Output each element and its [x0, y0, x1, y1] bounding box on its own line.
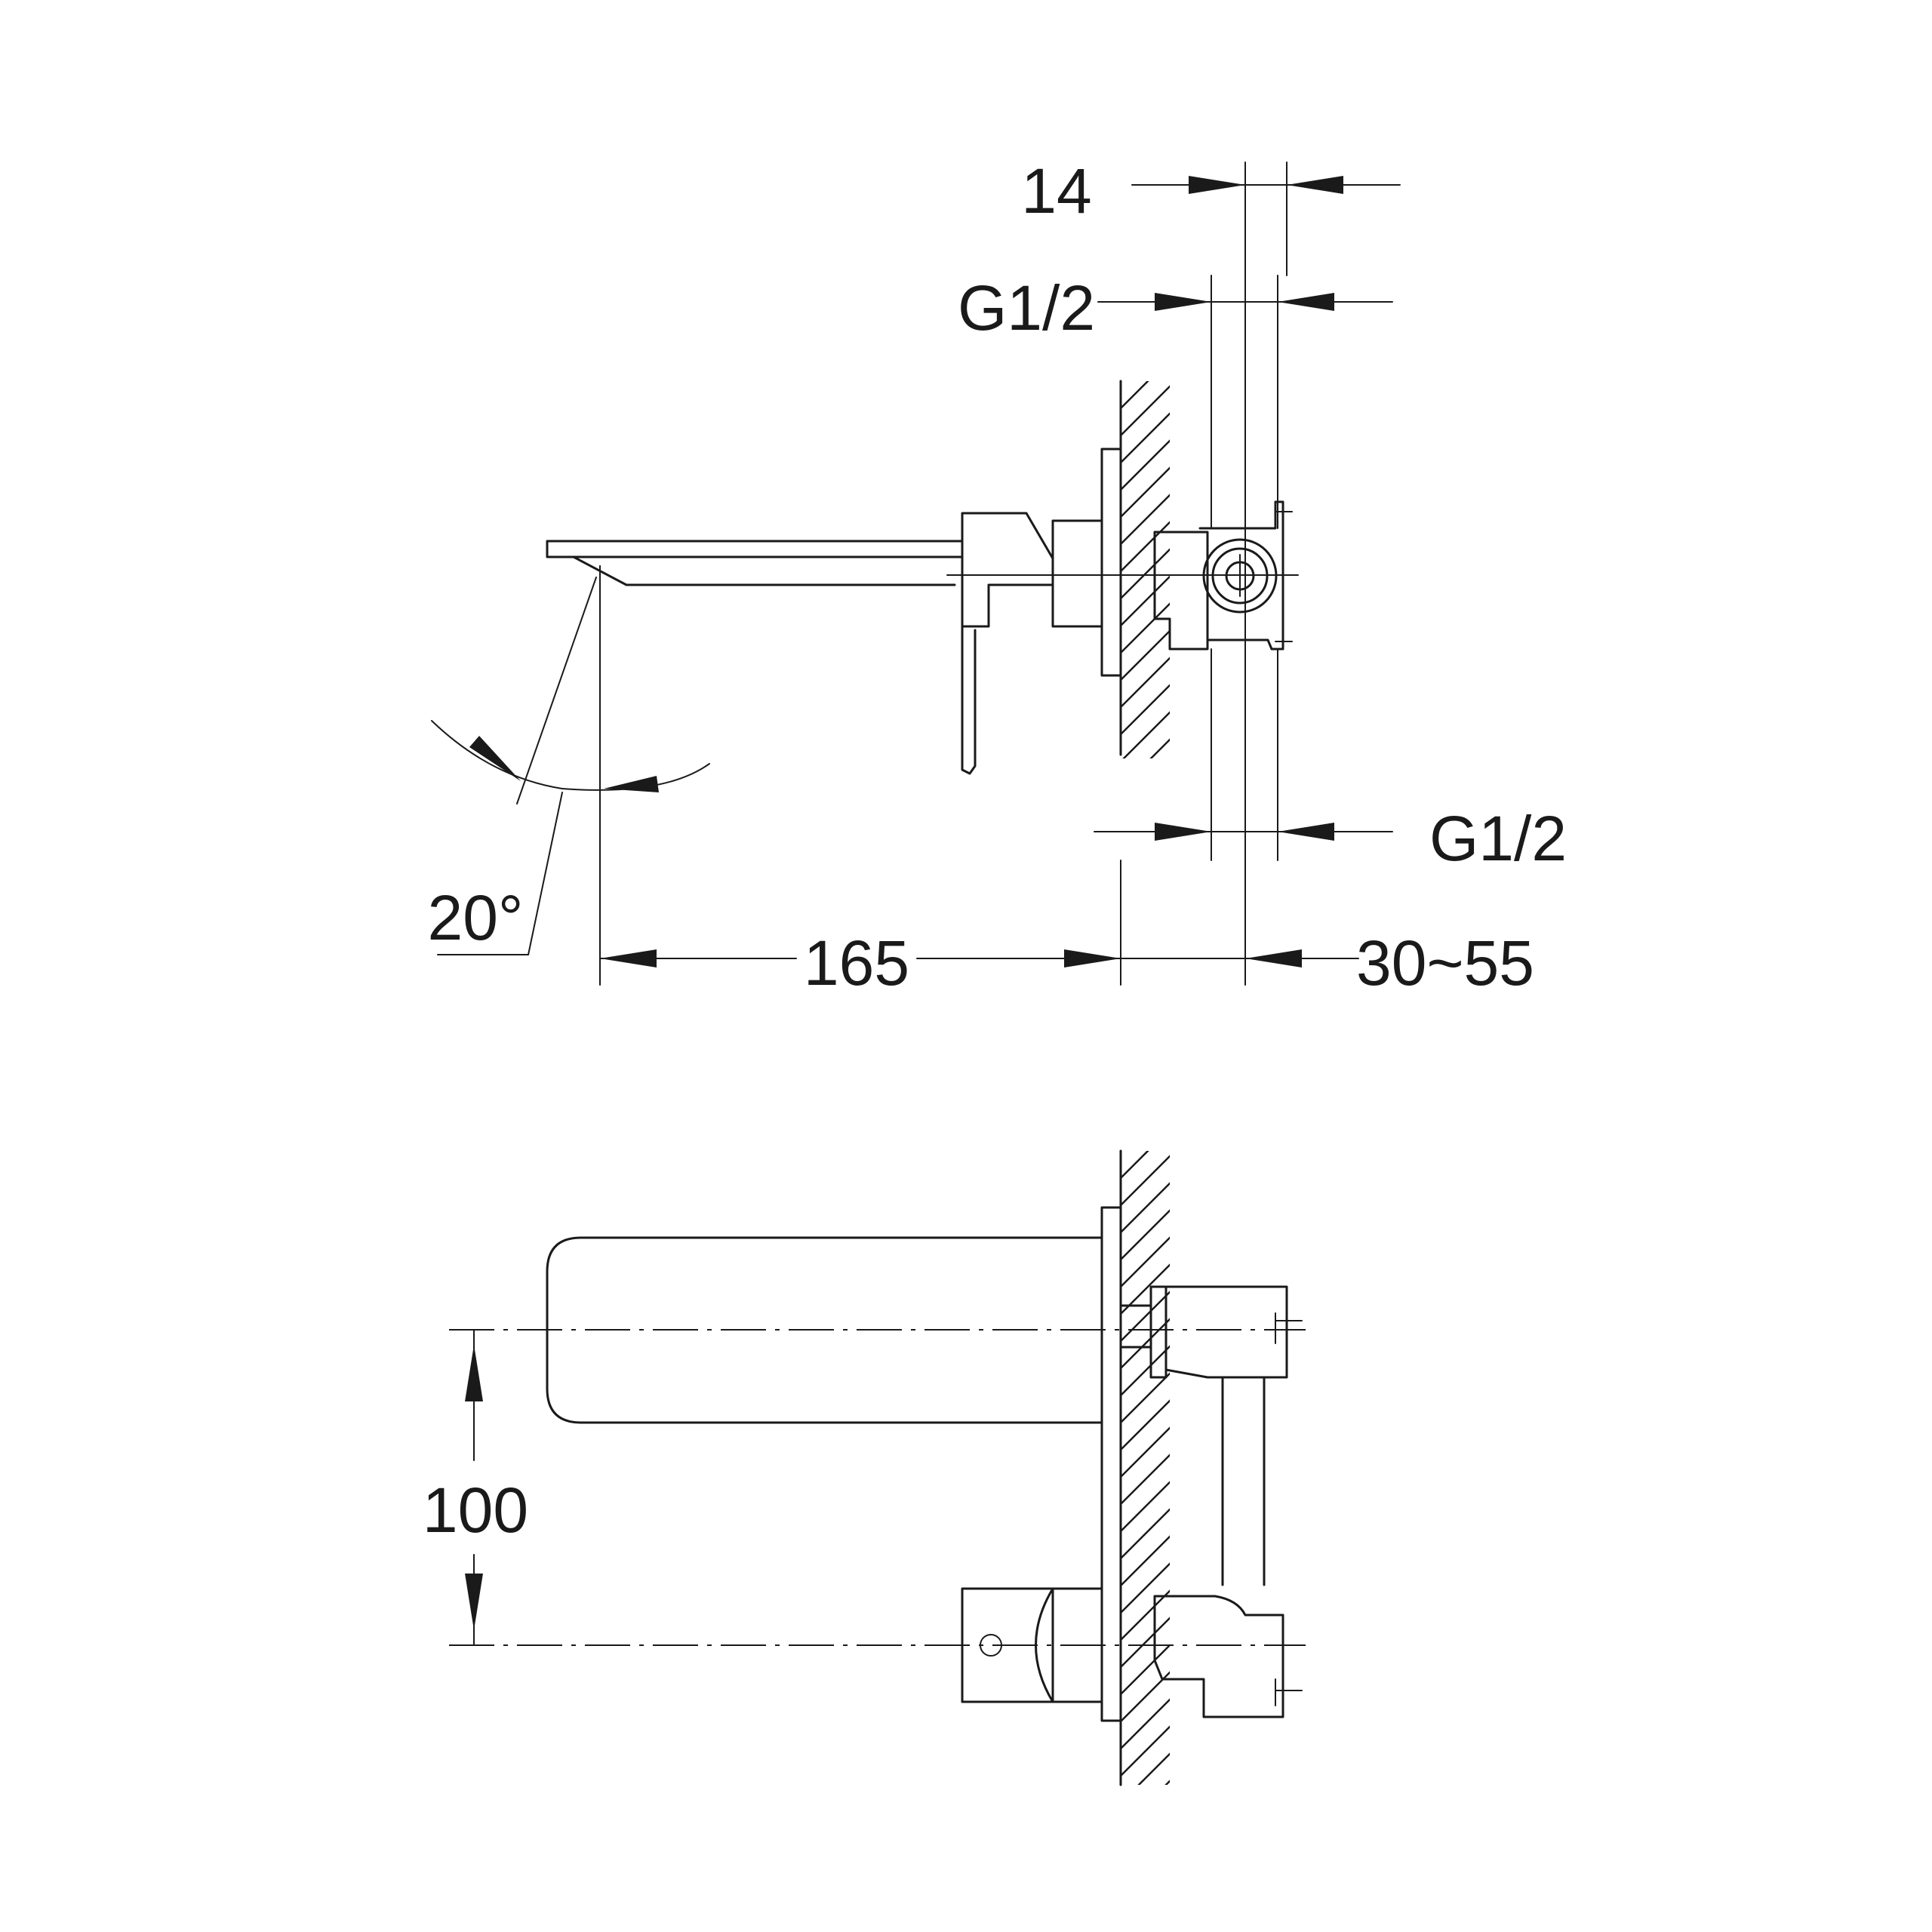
- dim-g12-top-arrow-right: [1278, 293, 1334, 311]
- angle-arrow-right: [604, 776, 659, 792]
- hatch-line: [1121, 381, 1122, 382]
- hatch-line: [1121, 763, 1174, 816]
- hatch-line: [1121, 1725, 1170, 1777]
- angle-arrow-left: [469, 736, 521, 781]
- plan-view: 100: [423, 1149, 1306, 1786]
- hatch-line: [1121, 684, 1170, 735]
- hatch-line: [1121, 629, 1170, 681]
- hatch-line: [1121, 1399, 1170, 1451]
- hatch-line: [1121, 1426, 1170, 1478]
- dim-g12-top-label: G1/2: [958, 272, 1095, 343]
- hatch-line: [1121, 385, 1170, 436]
- hatch-line: [1121, 575, 1170, 626]
- hatch-line: [1121, 494, 1170, 545]
- hatch-line: [1121, 1182, 1170, 1233]
- dim-g12-bottom-label: G1/2: [1429, 803, 1567, 874]
- hatch-line: [1121, 1454, 1170, 1505]
- wall-hatch-bottom: [1121, 1151, 1170, 1785]
- hatch-line: [1121, 1644, 1170, 1695]
- dim-depth-arrow: [1245, 949, 1302, 968]
- escutcheon-plate-bottom: [1100, 1206, 1122, 1722]
- hatch-line: [1121, 466, 1170, 518]
- hatch-line: [1121, 1481, 1170, 1532]
- hatch-line: [1121, 548, 1170, 599]
- dim-g12-bottom-arrow-right: [1278, 823, 1334, 841]
- spout-side: [546, 540, 964, 586]
- hatch-line: [1149, 738, 1170, 758]
- handle-body: [961, 512, 1054, 628]
- angle-label: 20°: [427, 882, 523, 953]
- valve-housing: [1198, 500, 1284, 651]
- valve-body-side: [1153, 531, 1209, 651]
- hatch-line: [1121, 1318, 1170, 1369]
- hatch-line: [1121, 1209, 1170, 1260]
- angle-ray-tilted: [516, 577, 597, 804]
- hatch-line: [1121, 1151, 1122, 1152]
- angle-leader: [528, 792, 563, 955]
- dim-14-arrow-left: [1189, 176, 1245, 194]
- hatch-line: [1121, 412, 1170, 463]
- hatch-line: [1121, 1617, 1170, 1668]
- angle-arc: [431, 720, 710, 791]
- hatch-line: [1121, 1372, 1170, 1423]
- valve-body-plan: [1153, 1595, 1284, 1718]
- inlet-body-upper: [1149, 1285, 1288, 1379]
- inlet-fitting-outer: [1202, 538, 1278, 614]
- dim-165-arrow-left: [600, 949, 657, 968]
- handle-lever: [961, 625, 977, 775]
- escutcheon-plate-top: [1100, 448, 1122, 677]
- dim-depth-label: 30~55: [1356, 928, 1534, 998]
- dim-100-arrow-top: [465, 1345, 483, 1401]
- hatch-line: [1121, 1155, 1170, 1206]
- dim-165-arrow-right: [1064, 949, 1121, 968]
- hatch-line: [1121, 381, 1149, 409]
- wall-hatch-top: [1121, 381, 1174, 816]
- dim-165-label: 165: [804, 928, 909, 998]
- hatch-line: [1137, 1752, 1170, 1785]
- hatch-line: [1121, 1535, 1170, 1586]
- dim-14-label: 14: [1021, 155, 1091, 226]
- riser-pipe: [1221, 1376, 1266, 1586]
- hatch-line: [1121, 1151, 1149, 1179]
- hatch-line: [1121, 521, 1170, 572]
- hatch-line: [1121, 1562, 1170, 1614]
- side-view: 14 G1/2 G1/2 20° 165 30~55: [427, 155, 1567, 998]
- hatch-line: [1121, 1236, 1170, 1287]
- hatch-line: [1121, 439, 1170, 491]
- hatch-line: [1121, 1291, 1170, 1342]
- dim-g12-bottom-arrow-left: [1155, 823, 1211, 841]
- inlet-fitting-mid: [1211, 547, 1269, 605]
- dim-100-label: 100: [423, 1475, 528, 1546]
- hatch-line: [1121, 657, 1170, 708]
- hatch-line: [1121, 1508, 1170, 1559]
- hatch-line: [1121, 602, 1170, 654]
- hatch-line: [1122, 711, 1170, 758]
- hatch-line: [1121, 1345, 1170, 1396]
- hatch-line: [1164, 1780, 1170, 1785]
- dim-100-arrow-bottom: [465, 1574, 483, 1630]
- handle-collar: [1051, 519, 1103, 628]
- hatch-line: [1121, 1698, 1170, 1749]
- dim-g12-top-arrow-left: [1155, 293, 1211, 311]
- hatch-line: [1121, 1671, 1170, 1722]
- dim-14-arrow-right: [1287, 176, 1343, 194]
